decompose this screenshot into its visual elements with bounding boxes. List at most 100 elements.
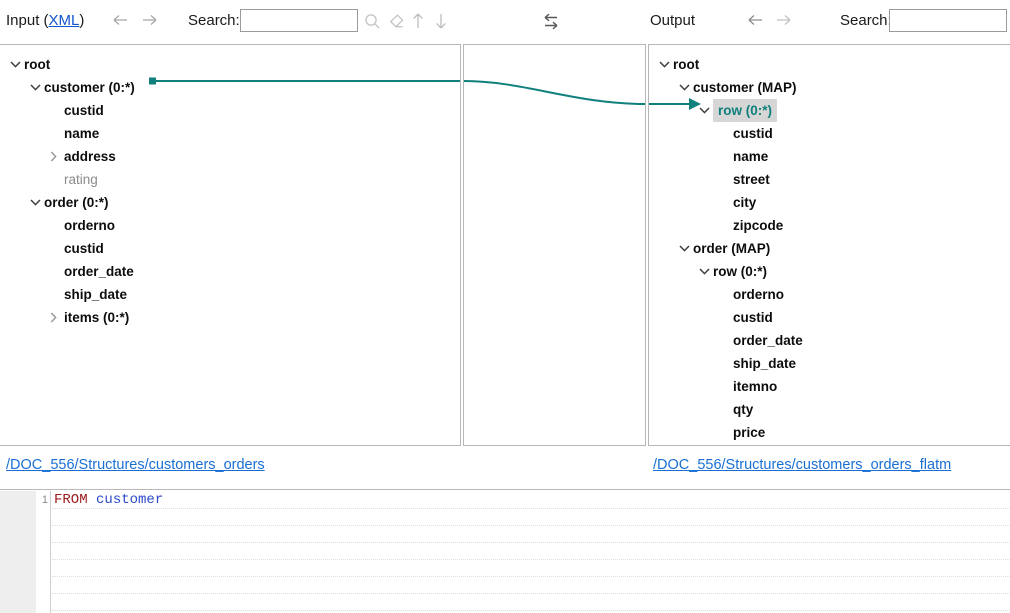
- chevron-down-icon[interactable]: [699, 260, 712, 283]
- tree-node[interactable]: row (0:*): [649, 260, 1010, 283]
- tree-node[interactable]: root: [0, 53, 460, 76]
- tree-node[interactable]: custid: [0, 99, 460, 122]
- editor-margin: [0, 491, 36, 613]
- tree-node-label[interactable]: custid: [64, 103, 104, 118]
- output-tree[interactable]: root customer (MAP) row (0:*) custid name str…: [649, 45, 1010, 444]
- editor-row-rule: [52, 525, 1010, 526]
- tree-node[interactable]: order (MAP): [649, 237, 1010, 260]
- tree-node[interactable]: customer (MAP): [649, 76, 1010, 99]
- tree-node[interactable]: root: [649, 53, 1010, 76]
- editor-code-area[interactable]: FROM customer: [52, 491, 1010, 613]
- tree-node-label[interactable]: root: [673, 57, 700, 72]
- output-back-icon[interactable]: [747, 13, 765, 31]
- tree-node[interactable]: orderno: [649, 283, 1010, 306]
- output-search-input[interactable]: [889, 9, 1007, 32]
- tree-node[interactable]: name: [649, 145, 1010, 168]
- chevron-down-icon[interactable]: [30, 76, 43, 99]
- search-icon[interactable]: [364, 13, 382, 31]
- tree-node-label[interactable]: ship_date: [64, 287, 128, 302]
- tree-node-label[interactable]: price: [733, 425, 766, 440]
- tree-node-label[interactable]: items (0:*): [64, 310, 130, 325]
- tree-node[interactable]: custid: [0, 237, 460, 260]
- chevron-down-icon[interactable]: [679, 76, 692, 99]
- tree-node-label[interactable]: name: [64, 126, 100, 141]
- input-path-bar: /DOC_556/Structures/customers_orders: [6, 452, 265, 478]
- tree-node[interactable]: ship_date: [0, 283, 460, 306]
- input-tree[interactable]: root customer (0:*) custid name address ratin…: [0, 45, 460, 329]
- output-path-bar: /DOC_556/Structures/customers_orders_fla…: [653, 452, 951, 478]
- tree-node-label[interactable]: zipcode: [733, 218, 784, 233]
- output-tree-panel[interactable]: root customer (MAP) row (0:*) custid name str…: [648, 44, 1010, 446]
- tree-node[interactable]: price: [649, 421, 1010, 444]
- input-search-input[interactable]: [240, 9, 358, 32]
- chevron-down-icon[interactable]: [659, 53, 672, 76]
- tree-node-label[interactable]: name: [733, 149, 769, 164]
- arrow-down-icon[interactable]: [434, 12, 452, 30]
- tree-node[interactable]: city: [649, 191, 1010, 214]
- tree-node-label[interactable]: order (0:*): [44, 195, 109, 210]
- editor-code-line[interactable]: FROM customer: [54, 492, 163, 509]
- tree-node[interactable]: zipcode: [649, 214, 1010, 237]
- tree-node[interactable]: customer (0:*): [0, 76, 460, 99]
- tree-node-label[interactable]: ship_date: [733, 356, 797, 371]
- tree-node-label[interactable]: qty: [733, 402, 754, 417]
- chevron-down-icon[interactable]: [679, 237, 692, 260]
- tree-node-label[interactable]: row (0:*): [713, 264, 767, 279]
- input-path-link[interactable]: /DOC_556/Structures/customers_orders: [6, 457, 265, 473]
- tree-node-label[interactable]: order (MAP): [693, 241, 771, 256]
- tree-node-label[interactable]: root: [24, 57, 51, 72]
- swap-arrows-icon[interactable]: [540, 11, 562, 33]
- sql-keyword: FROM: [54, 492, 88, 508]
- tree-node-label[interactable]: order_date: [733, 333, 803, 348]
- mapping-connector-panel[interactable]: [463, 44, 646, 446]
- tree-node[interactable]: name: [0, 122, 460, 145]
- input-search-label: Search:: [188, 12, 240, 29]
- tree-node[interactable]: order_date: [0, 260, 460, 283]
- tree-node[interactable]: custid: [649, 122, 1010, 145]
- editor-top-divider: [0, 489, 1010, 490]
- tree-node-label[interactable]: custid: [733, 310, 773, 325]
- tree-node-label[interactable]: customer (0:*): [44, 80, 135, 95]
- tree-node[interactable]: row (0:*): [649, 99, 1010, 122]
- chevron-right-icon[interactable]: [50, 145, 63, 168]
- tree-node-label[interactable]: itemno: [733, 379, 778, 394]
- tree-node[interactable]: itemno: [649, 375, 1010, 398]
- tree-node[interactable]: street: [649, 168, 1010, 191]
- input-tree-panel[interactable]: root customer (0:*) custid name address ratin…: [0, 44, 461, 446]
- tree-node-label[interactable]: city: [733, 195, 757, 210]
- tree-node-label[interactable]: address: [64, 149, 116, 164]
- tree-node-label[interactable]: street: [733, 172, 770, 187]
- input-forward-icon[interactable]: [140, 13, 158, 31]
- chevron-down-icon[interactable]: [30, 191, 43, 214]
- tree-node[interactable]: order_date: [649, 329, 1010, 352]
- tree-node[interactable]: qty: [649, 398, 1010, 421]
- tree-node-label[interactable]: orderno: [733, 287, 785, 302]
- chevron-down-icon[interactable]: [699, 99, 712, 122]
- tree-node-label[interactable]: order_date: [64, 264, 134, 279]
- eraser-icon[interactable]: [388, 13, 406, 31]
- tree-node[interactable]: address: [0, 145, 460, 168]
- tree-node-label[interactable]: row (0:*): [713, 99, 777, 122]
- editor-row-rule: [52, 576, 1010, 577]
- tree-node[interactable]: orderno: [0, 214, 460, 237]
- tree-node[interactable]: order (0:*): [0, 191, 460, 214]
- output-search-label: Search:: [840, 12, 892, 29]
- input-format-link[interactable]: XML: [48, 12, 80, 29]
- sql-editor[interactable]: 1 FROM customer: [0, 491, 1010, 613]
- input-back-icon[interactable]: [112, 13, 130, 31]
- chevron-down-icon[interactable]: [10, 53, 23, 76]
- tree-node-label[interactable]: custid: [64, 241, 104, 256]
- tree-node-label[interactable]: orderno: [64, 218, 116, 233]
- output-path-link[interactable]: /DOC_556/Structures/customers_orders_fla…: [653, 457, 952, 473]
- tree-node-label[interactable]: custid: [733, 126, 773, 141]
- tree-node-label[interactable]: customer (MAP): [693, 80, 797, 95]
- output-forward-icon[interactable]: [774, 13, 792, 31]
- chevron-right-icon[interactable]: [50, 306, 63, 329]
- arrow-up-icon[interactable]: [411, 12, 429, 30]
- editor-row-rule: [52, 508, 1010, 509]
- tree-node[interactable]: custid: [649, 306, 1010, 329]
- tree-node[interactable]: ship_date: [649, 352, 1010, 375]
- tree-node[interactable]: rating: [0, 168, 460, 191]
- tree-node[interactable]: items (0:*): [0, 306, 460, 329]
- tree-node-label[interactable]: rating: [64, 172, 98, 187]
